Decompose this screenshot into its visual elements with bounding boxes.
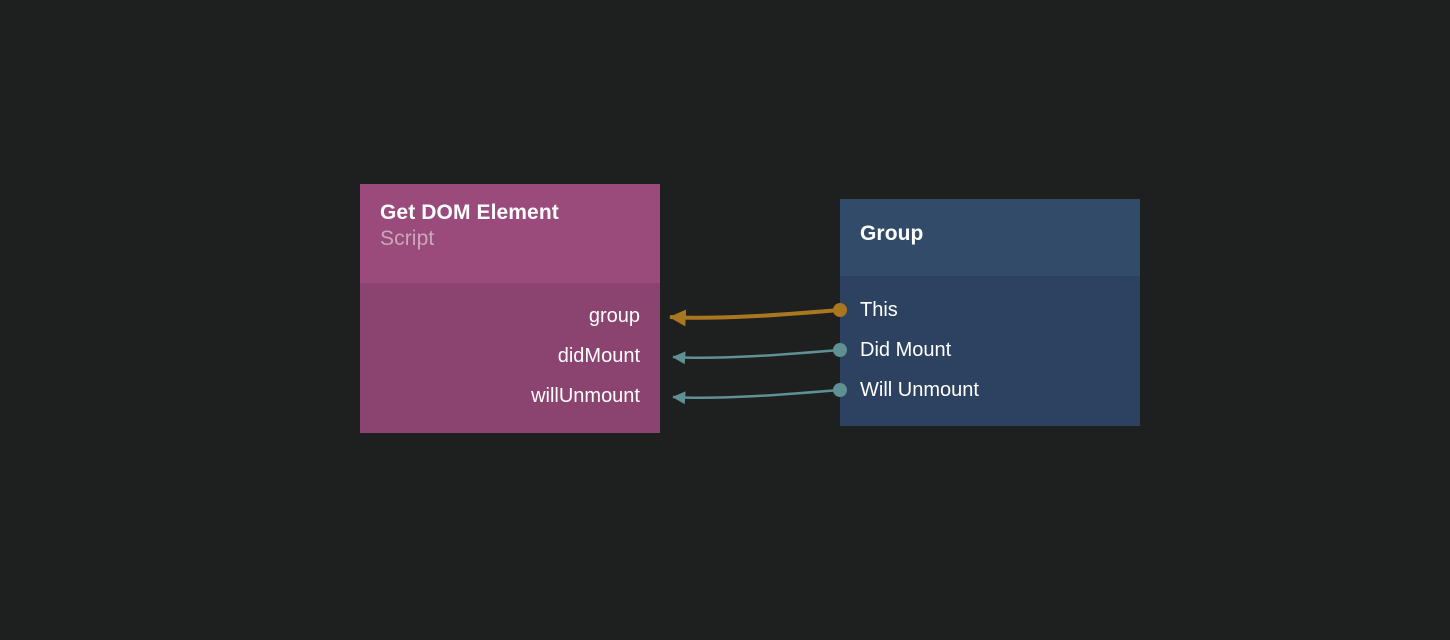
connection-this-to-group[interactable] [668, 308, 840, 327]
port-dot-icon-will-unmount[interactable] [833, 383, 847, 397]
input-port-did-mount[interactable]: Did Mount [833, 338, 952, 362]
port-dot-icon-did-mount[interactable] [833, 343, 847, 357]
node-title: Group [860, 222, 924, 245]
connection-didmount-to-didmount[interactable] [672, 348, 840, 365]
port-dot-icon-this[interactable] [833, 303, 847, 317]
connection-willunmount-to-willunmount[interactable] [672, 388, 840, 405]
output-port-label-group: group [588, 305, 640, 327]
node-header-group[interactable]: Group [840, 199, 1140, 276]
node-get-dom-element[interactable]: Get DOM Element Script group didMount wi… [360, 184, 660, 433]
input-port-label-this: This [860, 299, 898, 321]
node-subtitle: Script [380, 227, 435, 250]
node-title: Get DOM Element [380, 201, 559, 224]
output-port-willunmount[interactable]: willUnmount [531, 385, 640, 407]
node-group[interactable]: Group This Did Mount Will Unmount [833, 199, 1140, 426]
input-port-label-will-unmount: Will Unmount [860, 379, 979, 401]
input-port-will-unmount[interactable]: Will Unmount [833, 378, 979, 402]
node-header-get-dom-element[interactable]: Get DOM Element Script [360, 184, 660, 283]
output-port-label-willunmount: willUnmount [531, 385, 640, 407]
output-port-group[interactable]: group [589, 305, 640, 327]
input-port-label-did-mount: Did Mount [860, 339, 952, 361]
node-body-group: This Did Mount Will Unmount [833, 276, 1140, 426]
node-body-get-dom-element: group didMount willUnmount [360, 283, 660, 433]
output-port-label-didmount: didMount [557, 345, 640, 367]
input-port-this[interactable]: This [833, 298, 898, 322]
output-port-didmount[interactable]: didMount [558, 345, 640, 367]
